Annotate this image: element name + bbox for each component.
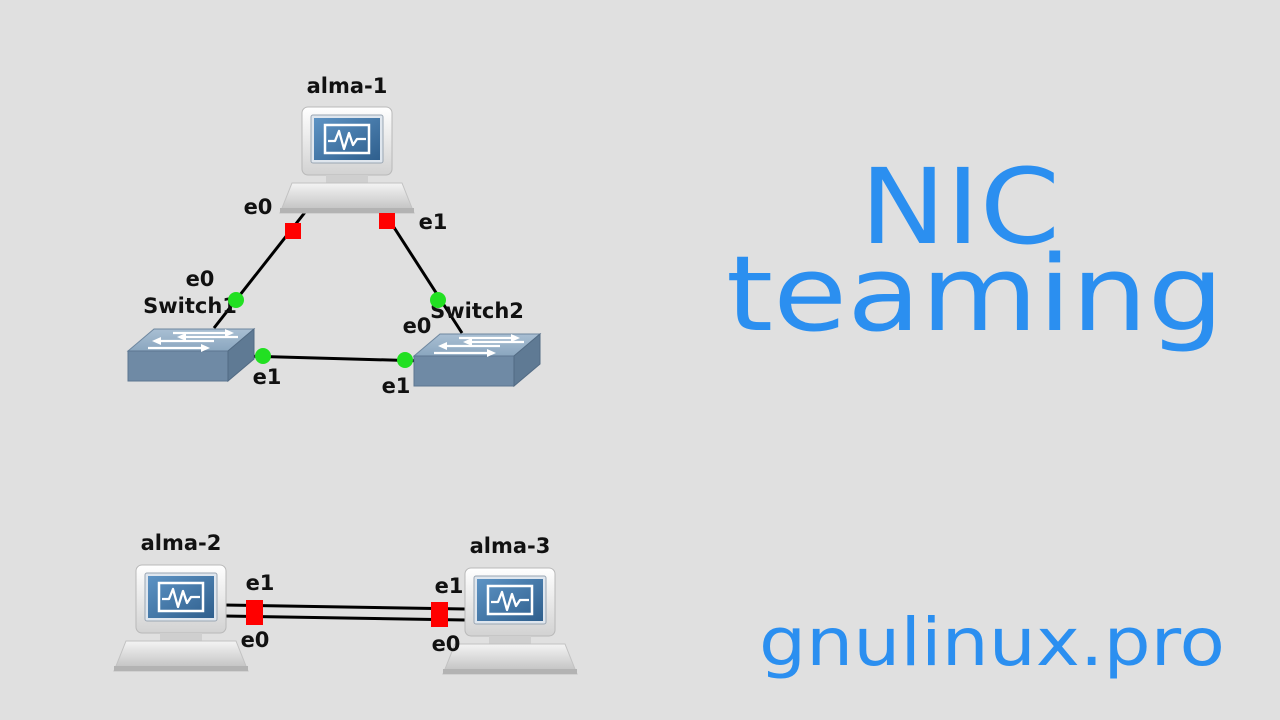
computer-monitor-icon	[112, 563, 250, 673]
interface-label: e0	[186, 267, 215, 291]
interface-label: e0	[244, 195, 273, 219]
bond-links	[223, 603, 466, 622]
host-label: alma-1	[307, 74, 388, 98]
port-down-marker	[431, 602, 448, 627]
port-down-marker	[379, 213, 395, 229]
interface-label: e1	[253, 365, 282, 389]
link-alma2-alma3-e1	[223, 603, 466, 611]
switch-switch2[interactable]: Switch2	[412, 299, 542, 388]
interface-label: e0	[403, 314, 432, 338]
port-up-marker	[397, 352, 413, 368]
port-up-marker	[255, 348, 271, 364]
port-down-marker	[246, 600, 263, 625]
switch-label: Switch2	[430, 299, 524, 323]
host-label: alma-3	[470, 534, 551, 558]
title-line-1: NIC	[860, 146, 1060, 268]
title-line-2: teaming	[726, 233, 1224, 355]
host-alma-1[interactable]: alma-1	[278, 74, 416, 215]
host-alma-2[interactable]: alma-2	[112, 531, 250, 673]
port-markers-top	[228, 213, 446, 368]
link-alma2-alma3-e0	[223, 614, 466, 622]
computer-monitor-icon	[278, 105, 416, 215]
host-alma-3[interactable]: alma-3	[441, 534, 579, 676]
port-down-marker	[285, 223, 301, 239]
interface-label: e1	[435, 574, 464, 598]
switch-switch1[interactable]: Switch1	[126, 294, 256, 383]
ethernet-switch-icon	[126, 327, 256, 383]
site-footer: gnulinux.pro	[759, 604, 1225, 681]
interface-label: e0	[241, 628, 270, 652]
port-up-marker	[228, 292, 244, 308]
link-switch1-switch2	[243, 354, 425, 363]
ethernet-switch-icon	[412, 332, 542, 388]
port-up-marker	[430, 292, 446, 308]
port-markers-bottom	[246, 600, 448, 627]
interface-label: e0	[432, 632, 461, 656]
interface-label: e1	[419, 210, 448, 234]
link-alma1-switch2	[384, 214, 464, 334]
host-label: alma-2	[141, 531, 222, 555]
interface-label: e1	[382, 374, 411, 398]
switch-label: Switch1	[143, 294, 237, 318]
interface-label: e1	[246, 571, 275, 595]
